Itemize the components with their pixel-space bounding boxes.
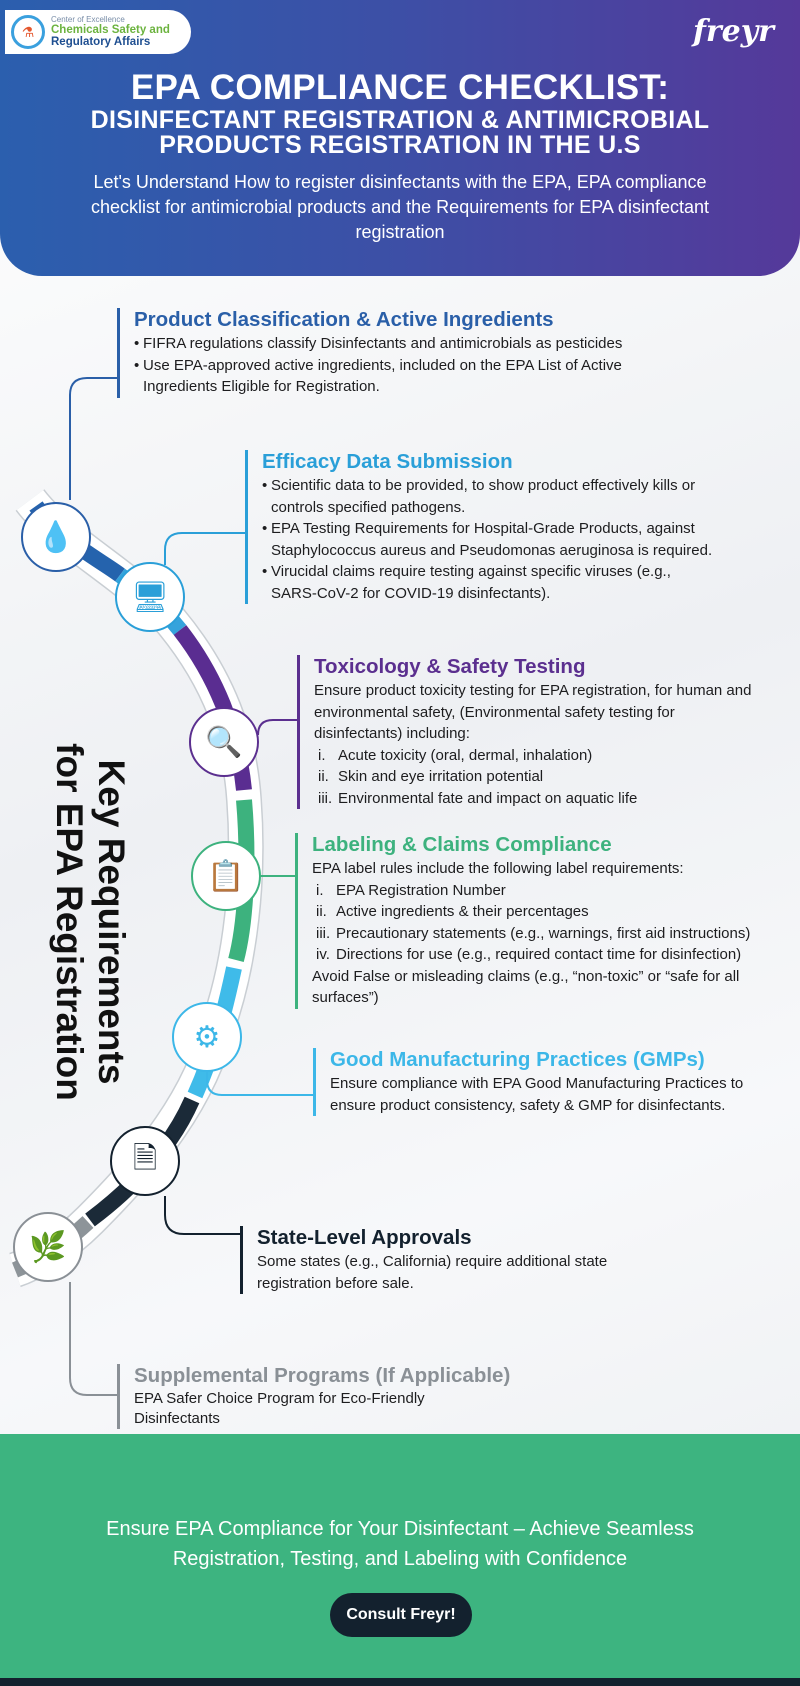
freyr-logo[interactable]: freyr [692, 14, 774, 49]
list-numeral: iii. [318, 789, 333, 807]
chemicals-logo-icon: ⚗ [11, 15, 45, 49]
section-title: Toxicology & Safety Testing [314, 655, 586, 678]
list-item: Acute toxicity (oral, dermal, inhalation… [338, 746, 593, 764]
label-bottle-icon: 📋 [191, 841, 261, 911]
section-title: Efficacy Data Submission [262, 450, 513, 473]
test-tube-magnifier-icon: 🔍 [189, 707, 259, 777]
section-state-approvals: State-Level Approvals Some states (e.g.,… [240, 1226, 660, 1294]
coe-logo[interactable]: ⚗ Center of Excellence Chemicals Safety … [5, 10, 191, 54]
section-toxicology: Toxicology & Safety Testing Ensure produ… [297, 655, 767, 809]
bullet-item: EPA Testing Requirements for Hospital-Gr… [271, 520, 713, 559]
section-supplemental: Supplemental Programs (If Applicable) EP… [117, 1364, 637, 1429]
section-text: Ensure compliance with EPA Good Manufact… [330, 1075, 744, 1114]
page-title-line2: DISINFECTANT REGISTRATION & ANTIMICROBIA… [90, 106, 710, 134]
list-item: Environmental fate and impact on aquatic… [338, 789, 638, 807]
droplet-molecule-icon: 💧 [21, 502, 91, 572]
page-title-line1: EPA COMPLIANCE CHECKLIST: [130, 68, 670, 107]
connector-3 [257, 719, 298, 736]
header-banner: ⚗ Center of Excellence Chemicals Safety … [0, 0, 800, 276]
list-item: Precautionary statements (e.g., warnings… [336, 924, 751, 942]
bullet-item: FIFRA regulations classify Disinfectants… [143, 335, 623, 352]
document-stamp-icon: 🗎 [110, 1126, 180, 1196]
connector-5 [206, 1072, 314, 1096]
bullet-item: Use EPA-approved active ingredients, inc… [143, 356, 622, 396]
computer-upload-icon: 🖥 [115, 562, 185, 632]
section-product-classification: Product Classification & Active Ingredie… [117, 308, 637, 398]
side-title: Key Requirements for EPA Registration [48, 702, 132, 1142]
list-item: Active ingredients & their percentages [336, 903, 589, 920]
section-outro: Avoid False or misleading claims (e.g., … [312, 967, 740, 1007]
consult-freyr-button[interactable]: Consult Freyr! [330, 1593, 472, 1637]
side-title-line2: for EPA Registration [49, 743, 90, 1101]
bottom-band [0, 1678, 800, 1686]
list-item: Directions for use (e.g., required conta… [336, 946, 742, 963]
list-item: EPA Registration Number [336, 881, 506, 899]
list-numeral: i. [318, 746, 326, 764]
list-numeral: iv. [316, 946, 330, 963]
section-efficacy: Efficacy Data Submission •Scientific dat… [245, 450, 715, 604]
section-title: Supplemental Programs (If Applicable) [134, 1364, 511, 1387]
section-intro: Ensure product toxicity testing for EPA … [314, 682, 752, 742]
connector-6 [164, 1196, 241, 1235]
footer-text: Ensure EPA Compliance for Your Disinfect… [106, 1518, 694, 1570]
list-numeral: ii. [318, 768, 329, 785]
section-text: Some states (e.g., California) require a… [257, 1253, 608, 1292]
list-item: Skin and eye irritation potential [338, 768, 544, 785]
bullet-item: Scientific data to be provided, to show … [271, 477, 696, 516]
page-title-line3: PRODUCTS REGISTRATION IN THE U.S [159, 131, 641, 159]
bullet-item: Virucidal claims require testing against… [271, 563, 671, 602]
section-labeling: Labeling & Claims Compliance EPA label r… [295, 833, 795, 1009]
list-numeral: iii. [316, 924, 331, 942]
connector-2 [164, 532, 246, 565]
connector-1 [69, 377, 118, 500]
section-title: Product Classification & Active Ingredie… [134, 308, 554, 331]
footer-cta-banner: Ensure EPA Compliance for Your Disinfect… [0, 1434, 800, 1678]
section-intro: EPA label rules include the following la… [312, 860, 684, 877]
eco-bottle-icon: 🌿 [13, 1212, 83, 1282]
logo-line2: Regulatory Affairs [51, 36, 151, 49]
logo-small-text: Center of Excellence [51, 14, 125, 24]
section-title: State-Level Approvals [257, 1226, 472, 1249]
gear-conveyor-icon: ⚙ [172, 1002, 242, 1072]
section-text: EPA Safer Choice Program for Eco-Friendl… [134, 1390, 425, 1427]
list-numeral: i. [316, 881, 324, 899]
connector-7 [69, 1282, 118, 1396]
section-title: Good Manufacturing Practices (GMPs) [330, 1048, 705, 1071]
list-numeral: ii. [316, 903, 327, 920]
section-gmp: Good Manufacturing Practices (GMPs) Ensu… [313, 1048, 763, 1116]
logo-line1: Chemicals Safety and [51, 24, 170, 37]
side-title-line1: Key Requirements [91, 759, 132, 1085]
section-title: Labeling & Claims Compliance [312, 833, 612, 856]
page-subtitle: Let's Understand How to register disinfe… [91, 172, 709, 242]
